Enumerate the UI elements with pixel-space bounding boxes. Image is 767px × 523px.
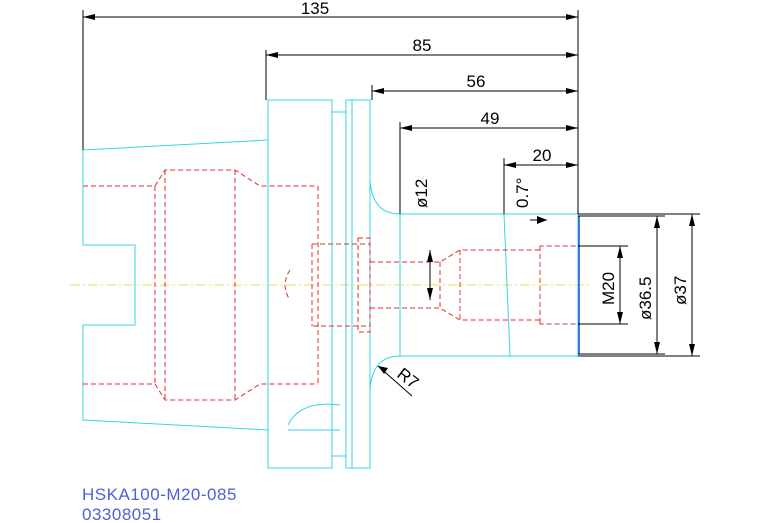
part-name: HSKA100-M20-085 xyxy=(82,485,237,504)
dim-shank-to-end: 56 xyxy=(467,72,486,91)
dim-overall-length: 135 xyxy=(301,0,329,18)
dim-nose-diameter-large: ø37 xyxy=(671,276,690,305)
part-number: 03308051 xyxy=(82,505,162,523)
dim-flange-to-end: 85 xyxy=(413,36,432,55)
dim-fillet-radius: R7 xyxy=(394,364,423,392)
tool-holder-outline xyxy=(82,10,580,469)
dim-nose-length: 20 xyxy=(533,146,552,165)
dim-thread: M20 xyxy=(599,272,618,305)
dimension-lines xyxy=(82,10,700,397)
dim-bore-diameter: ø12 xyxy=(412,179,431,208)
dim-bore-to-end: 49 xyxy=(481,109,500,128)
dim-taper-angle: 0.7° xyxy=(513,178,532,208)
dim-nose-diameter-small: ø36.5 xyxy=(636,277,655,320)
